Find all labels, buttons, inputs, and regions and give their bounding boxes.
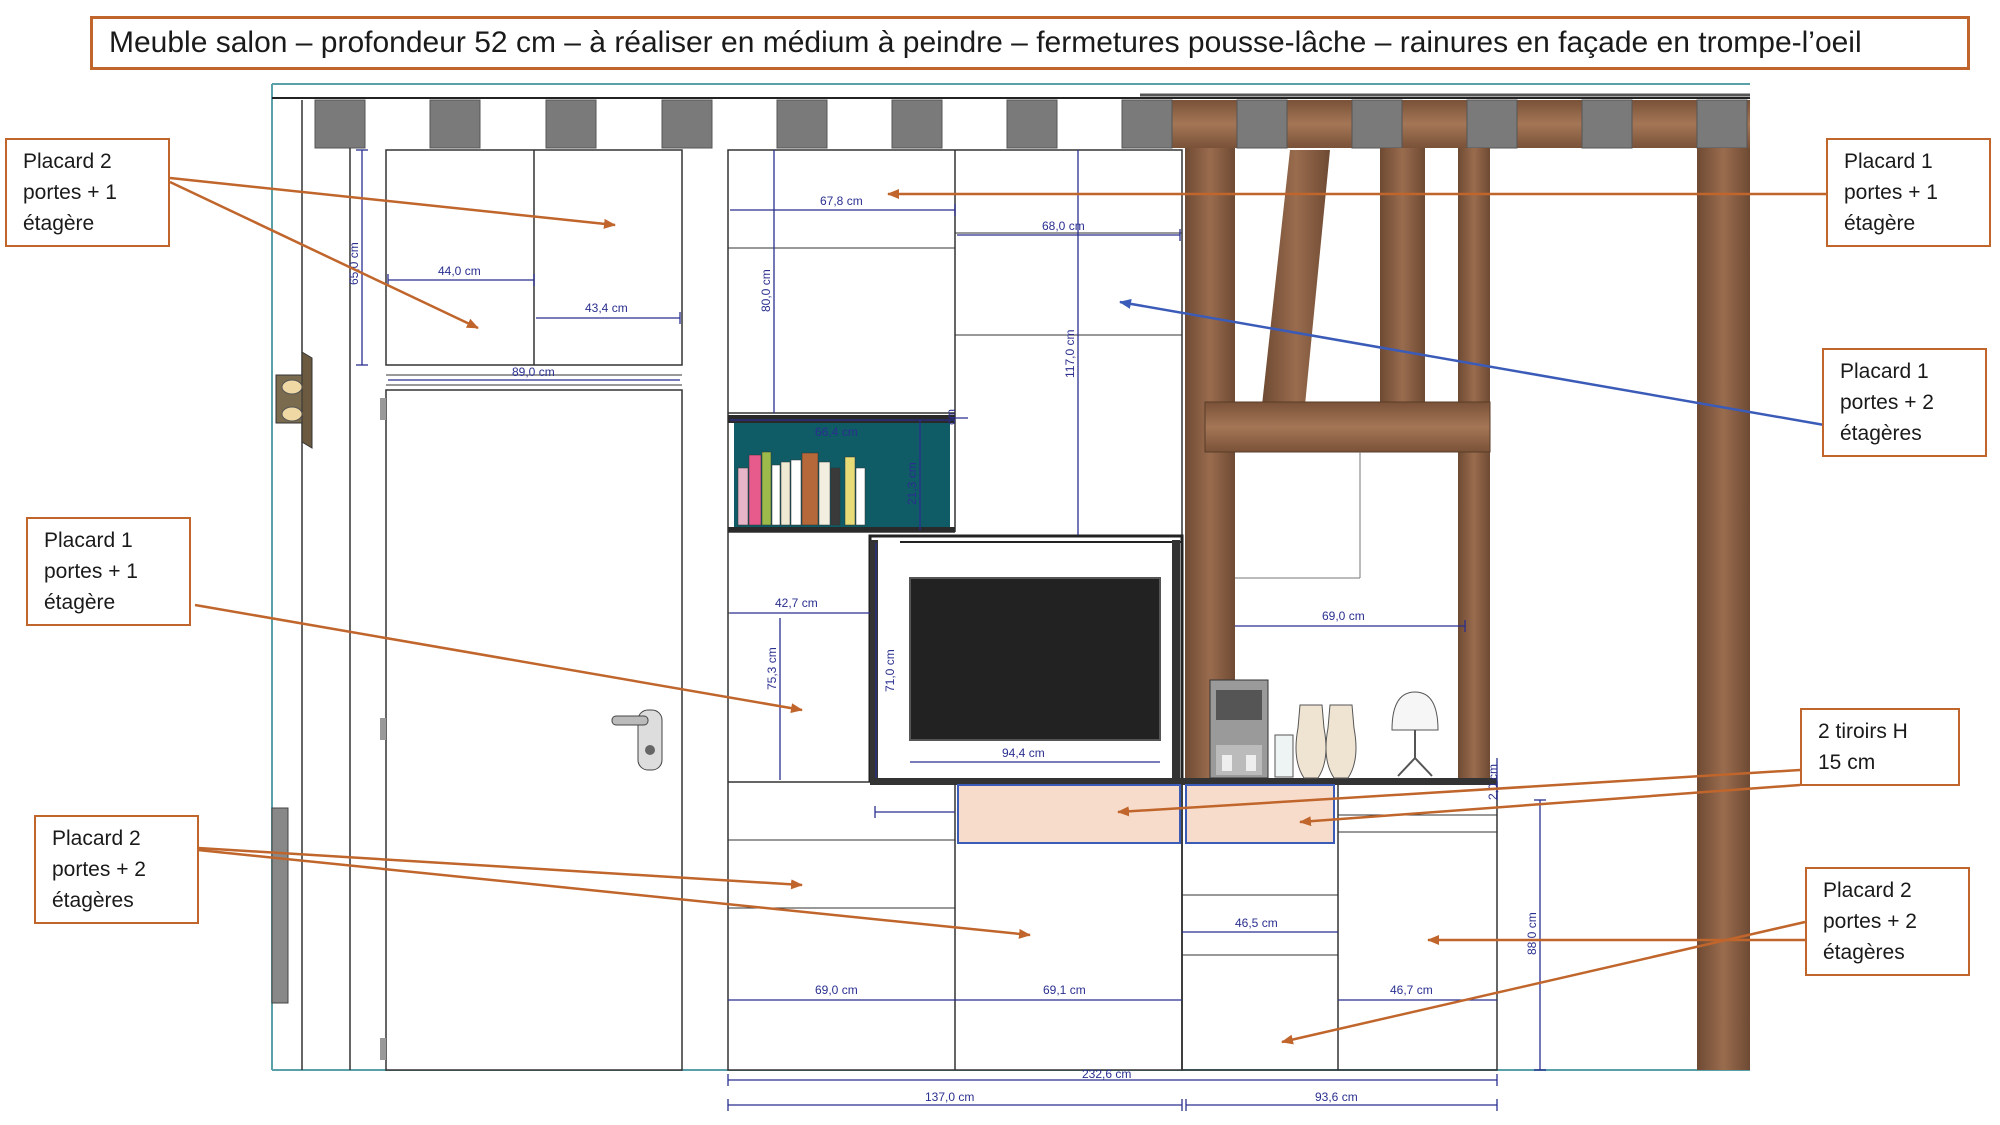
dim-low-inner-width: 46,5 cm bbox=[1235, 916, 1278, 930]
label-line: portes + 1 bbox=[1844, 181, 1938, 204]
dim-top-center-height: 80,0 cm bbox=[759, 269, 773, 312]
dimension-texts: 65,0 cm 44,0 cm 43,4 cm 89,0 cm 67,8 cm … bbox=[347, 194, 1539, 1104]
label-line: étagères bbox=[1840, 422, 1922, 445]
label-line: étagères bbox=[52, 889, 134, 912]
ceiling-joists bbox=[314, 99, 1750, 149]
dim-upper-left-total: 89,0 cm bbox=[512, 365, 555, 379]
coffee-machine-icon bbox=[1209, 679, 1269, 779]
left-wall bbox=[271, 100, 351, 1070]
lamp-icon bbox=[1391, 691, 1439, 777]
label-line: étagère bbox=[23, 212, 95, 235]
counter-top bbox=[870, 778, 1497, 785]
dim-low-w1: 69,0 cm bbox=[815, 983, 858, 997]
label-line: portes + 2 bbox=[1840, 391, 1934, 414]
label-line: 2 tiroirs H bbox=[1818, 720, 1908, 743]
label-left-bottom: Placard 2 portes + 2 étagères bbox=[34, 815, 199, 924]
label-line: Placard 1 bbox=[44, 529, 133, 552]
label-line: portes + 1 bbox=[44, 560, 138, 583]
door-handle-icon bbox=[611, 709, 663, 771]
dim-mid-left-height: 75,3 cm bbox=[765, 647, 779, 690]
dim-counter-thickness: 2,0 cm bbox=[1486, 764, 1500, 800]
label-line: portes + 2 bbox=[1823, 910, 1917, 933]
glass-icon bbox=[1274, 734, 1294, 778]
vase-icon bbox=[1295, 704, 1357, 779]
label-left-mid: Placard 1 portes + 1 étagère bbox=[26, 517, 191, 626]
label-line: Placard 1 bbox=[1840, 360, 1929, 383]
label-left-top: Placard 2 portes + 1 étagère bbox=[5, 138, 170, 247]
label-line: portes + 2 bbox=[52, 858, 146, 881]
dim-low-w3: 46,7 cm bbox=[1390, 983, 1433, 997]
drawers bbox=[957, 784, 1335, 844]
dim-tv-width: 94,4 cm bbox=[1002, 746, 1045, 760]
dim-low-right-height: 88,0 cm bbox=[1525, 912, 1539, 955]
dim-low-w2: 69,1 cm bbox=[1043, 983, 1086, 997]
upper-left-cabinet bbox=[385, 149, 683, 386]
wall-light-icon bbox=[275, 351, 313, 449]
label-right-mid: Placard 1 portes + 2 étagères bbox=[1822, 348, 1987, 457]
dim-upper-left-door1: 44,0 cm bbox=[438, 264, 481, 278]
label-line: Placard 2 bbox=[1823, 879, 1912, 902]
dim-shelf-width: 69,0 cm bbox=[1322, 609, 1365, 623]
dim-upper-left-door2: 43,4 cm bbox=[585, 301, 628, 315]
tv bbox=[868, 534, 1184, 782]
dim-total-right: 93,6 cm bbox=[1315, 1090, 1358, 1104]
label-line: 15 cm bbox=[1818, 751, 1876, 774]
door bbox=[380, 389, 683, 1071]
label-line: étagères bbox=[1823, 941, 1905, 964]
dim-mid-left-width: 42,7 cm bbox=[775, 596, 818, 610]
label-line: portes + 1 bbox=[23, 181, 117, 204]
label-line: Placard 2 bbox=[52, 827, 141, 850]
dim-tv-height: 71,0 cm bbox=[883, 649, 897, 692]
dim-niche-width: 66,4 cm bbox=[815, 425, 858, 439]
dim-total-left: 137,0 cm bbox=[925, 1090, 974, 1104]
title-box: Meuble salon – profondeur 52 cm – à réal… bbox=[90, 16, 1970, 70]
label-line: étagère bbox=[44, 591, 116, 614]
label-right-bottom: Placard 2 portes + 2 étagères bbox=[1805, 867, 1970, 976]
label-right-top: Placard 1 portes + 1 étagère bbox=[1826, 138, 1991, 247]
callout-arrows bbox=[169, 176, 1831, 1045]
dimension-lines bbox=[356, 149, 1546, 1111]
dim-niche-height: 21,3 cm bbox=[905, 462, 919, 505]
dim-upper-left-height: 65,0 cm bbox=[347, 242, 361, 285]
dim-top-right-height: 117,0 cm bbox=[1063, 330, 1077, 378]
timber-frame bbox=[1185, 148, 1750, 1070]
dim-top-right-width: 68,0 cm bbox=[1042, 219, 1085, 233]
dim-top-center-width: 67,8 cm bbox=[820, 194, 863, 208]
label-right-drawers: 2 tiroirs H 15 cm bbox=[1800, 708, 1960, 786]
label-line: étagère bbox=[1844, 212, 1916, 235]
label-line: Placard 1 bbox=[1844, 150, 1933, 173]
label-line: Placard 2 bbox=[23, 150, 112, 173]
dim-small-mark: cm bbox=[944, 409, 958, 425]
page-title: Meuble salon – profondeur 52 cm – à réal… bbox=[109, 26, 1862, 59]
dim-total-width: 232,6 cm bbox=[1082, 1067, 1131, 1081]
bookshelf-niche bbox=[728, 415, 955, 532]
